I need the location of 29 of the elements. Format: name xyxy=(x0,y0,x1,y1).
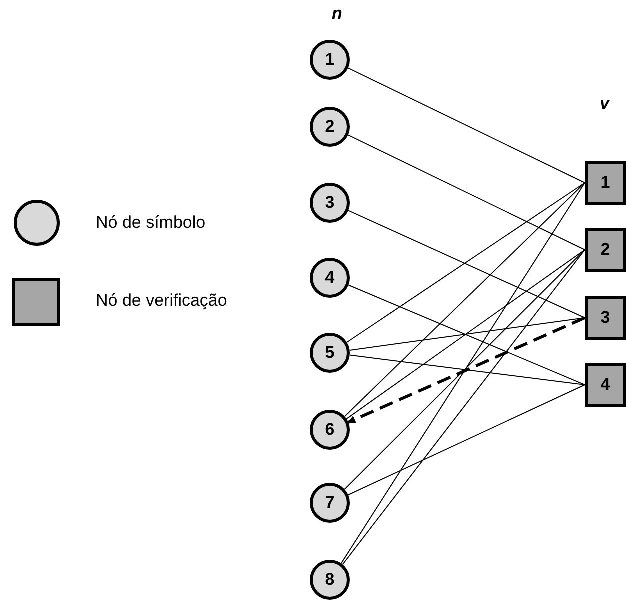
check-node: 4 xyxy=(585,363,626,407)
connector-line xyxy=(348,284,586,386)
check-node: 3 xyxy=(585,296,626,340)
symbol-node: 2 xyxy=(310,107,350,147)
symbol-node: 5 xyxy=(310,333,350,373)
legend-text: Nó de verificação xyxy=(96,291,228,311)
connector-line xyxy=(348,384,586,496)
symbol-node: 3 xyxy=(310,183,350,223)
connector-line xyxy=(348,134,586,250)
connector-line xyxy=(346,182,586,343)
connector-line xyxy=(348,210,586,318)
check-node: 1 xyxy=(585,161,626,205)
connector-line xyxy=(340,182,586,564)
axis-label: v xyxy=(600,94,610,114)
symbol-node: 1 xyxy=(310,40,350,80)
legend-text: Nó de símbolo xyxy=(96,213,206,233)
symbol-node: 4 xyxy=(310,258,350,298)
axis-label: n xyxy=(332,4,342,24)
symbol-node: 7 xyxy=(310,483,350,523)
symbol-node: 6 xyxy=(310,410,350,450)
connector-line xyxy=(344,182,586,418)
connector-line xyxy=(344,250,586,490)
connector-line xyxy=(342,250,586,566)
check-node: 2 xyxy=(585,228,626,272)
symbol-node: 8 xyxy=(310,560,350,600)
connector-line xyxy=(349,354,586,386)
dashed-arrow xyxy=(348,316,586,424)
connector-line xyxy=(348,68,586,184)
connector-line xyxy=(346,250,586,420)
